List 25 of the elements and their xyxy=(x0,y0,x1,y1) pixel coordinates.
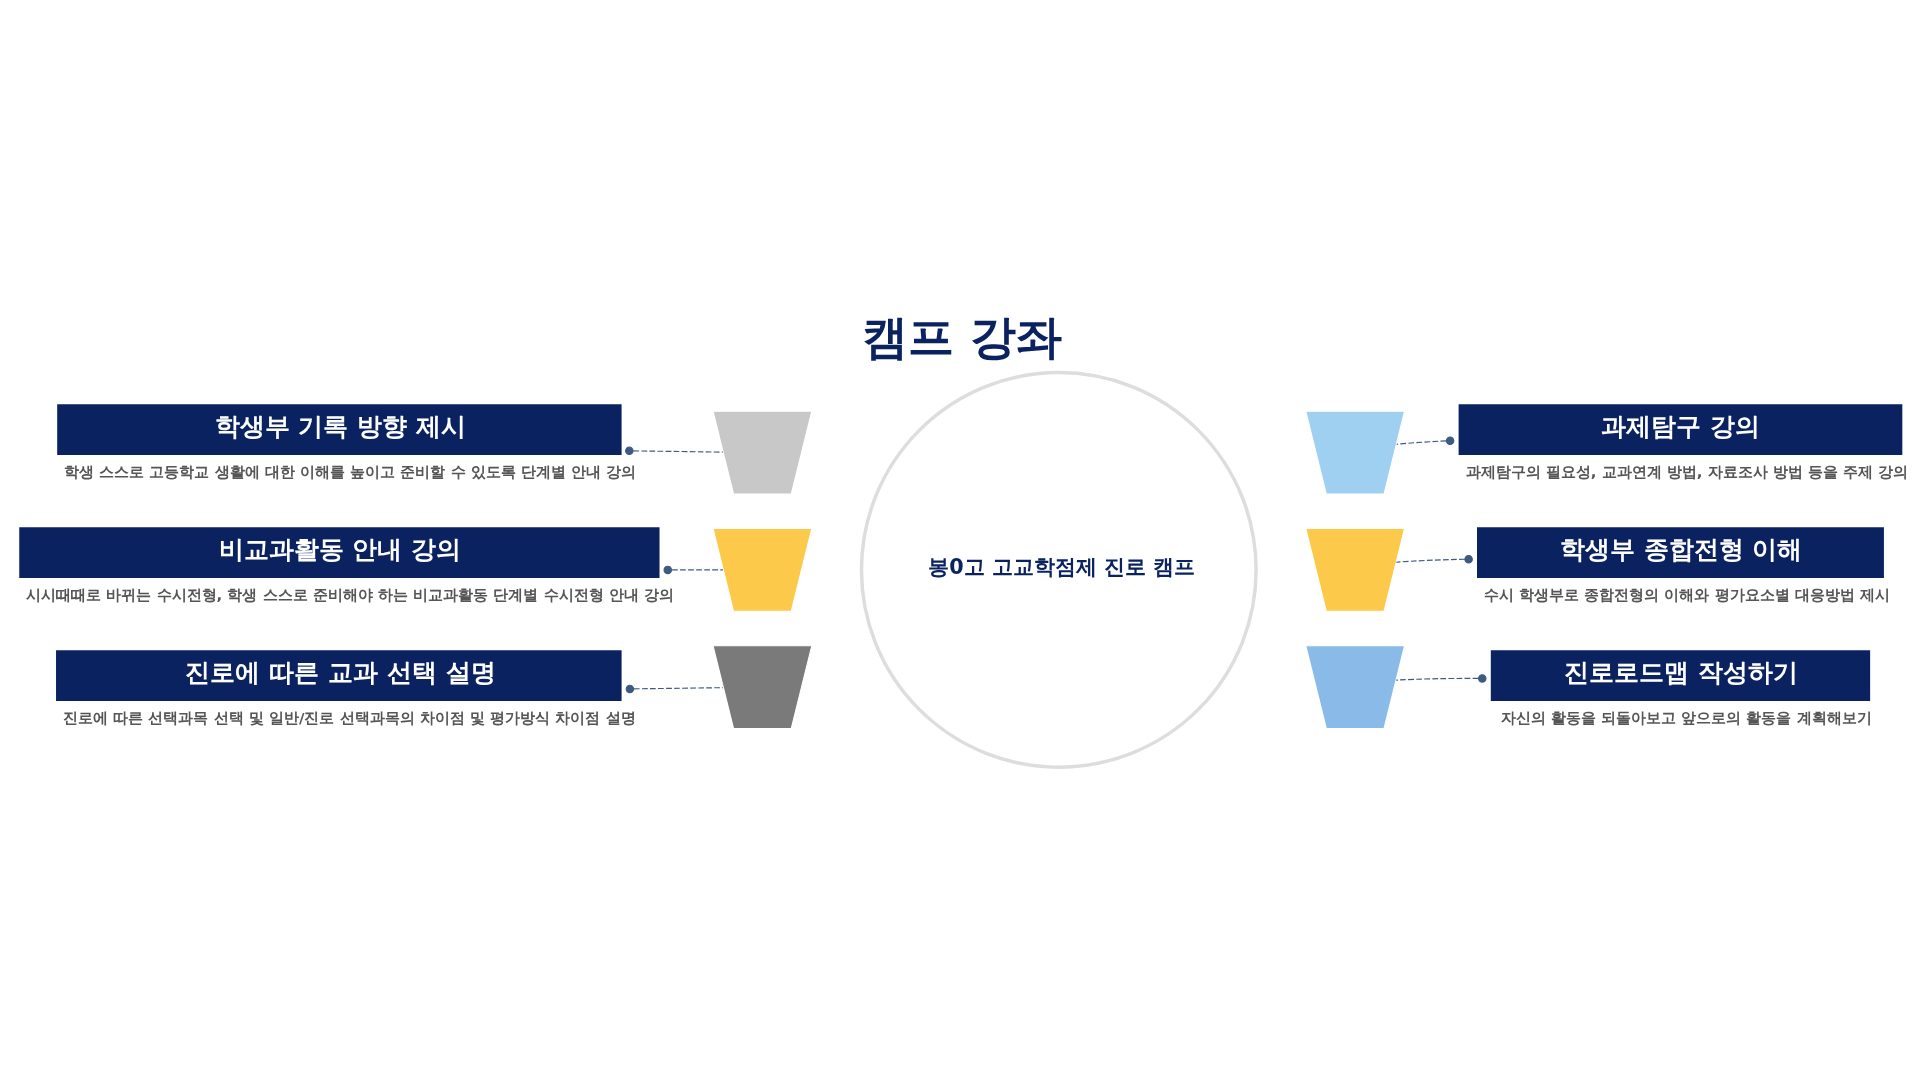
node-wedge xyxy=(711,410,813,495)
node-box: 진로에 따른 교과 선택 설명 xyxy=(55,650,622,701)
node-box: 과제탐구 강의 xyxy=(1458,404,1902,455)
node-label: 자신의 활동을 되돌아보고 앞으로의 활동을 계획해보기 xyxy=(1500,709,1872,728)
diagram-title: 캠프 강좌 xyxy=(861,309,1062,364)
node-box: 진로로드맵 작성하기 xyxy=(1490,650,1870,701)
node-label: 과제탐구의 필요성, 교과연계 방법, 자료조사 방법 등을 주제 강의 xyxy=(1465,463,1908,482)
node-wedge xyxy=(1304,645,1405,730)
node-wedge xyxy=(1304,410,1405,495)
node-circle: 봉0고 고교학점제 진로 캠프 xyxy=(859,370,1258,769)
node-wedge xyxy=(711,645,813,730)
node-box: 학생부 기록 방향 제시 xyxy=(56,404,622,455)
node-label: 진로에 따른 선택과목 선택 및 일반/진로 선택과목의 차이점 및 평가방식 차이점 설명 xyxy=(62,709,636,728)
connector xyxy=(663,565,723,575)
node-label: 수시 학생부로 종합전형의 이해와 평가요소별 대응방법 제시 xyxy=(1483,586,1890,605)
connector xyxy=(1395,554,1473,564)
node-label: 학생 스스로 고등학교 생활에 대한 이해를 높이고 준비할 수 있도록 단계별 안내 강의 xyxy=(63,463,636,482)
connector xyxy=(1395,674,1487,683)
connector xyxy=(624,446,723,456)
node-label: 시시때때로 바뀌는 수시전형, 학생 스스로 준비해야 하는 비교과활동 단계별 수시전형 안내 강의 xyxy=(25,586,674,605)
connector xyxy=(625,684,724,694)
node-box: 비교과활동 안내 강의 xyxy=(18,527,660,578)
node-box: 학생부 종합전형 이해 xyxy=(1476,527,1884,578)
node-wedge xyxy=(1304,527,1405,612)
node-wedge xyxy=(711,527,813,612)
